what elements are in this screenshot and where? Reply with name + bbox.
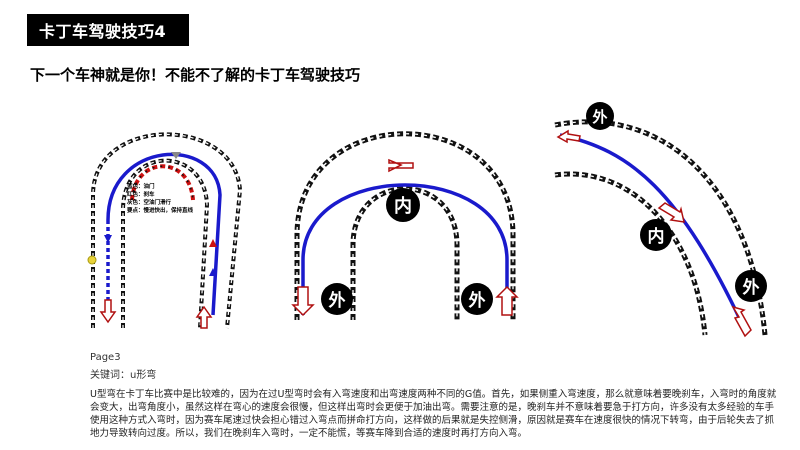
keywords: 关键词：u形弯 [90, 370, 157, 381]
hairpin-diagram: 蓝色：油门 红色：刹车 灰色：空油门滑行 要点：慢进快出，保持直线 [87, 132, 243, 329]
legend-line-3: 灰色：空油门滑行 [127, 198, 172, 206]
slide-title: 卡丁车驾驶技巧4 [27, 14, 189, 46]
body-paragraph: U型弯在卡丁车比赛中是比较难的，因为在过U型弯时会有入弯速度和出弯速度两种不同的… [90, 389, 777, 439]
inner-label: 内 [394, 195, 412, 217]
outer-left-label: 外 [329, 290, 346, 311]
u-turn-diagram: 内 外 外 [291, 131, 519, 320]
page-number: Page3 [90, 352, 121, 363]
outer-top-label: 外 [591, 108, 607, 126]
legend-line-1: 蓝色：油门 [127, 182, 155, 190]
legend-line-4: 要点：慢进快出，保持直线 [127, 206, 194, 214]
outer-bottom-label: 外 [743, 277, 760, 298]
curve-diagram: 外 内 外 [554, 102, 768, 338]
inner-curve-label: 内 [648, 226, 665, 247]
headline: 下一个车神就是你！不能不了解的卡丁车驾驶技巧 [30, 66, 361, 84]
outer-right-label: 外 [469, 290, 486, 311]
legend-line-2: 红色：刹车 [127, 190, 155, 198]
